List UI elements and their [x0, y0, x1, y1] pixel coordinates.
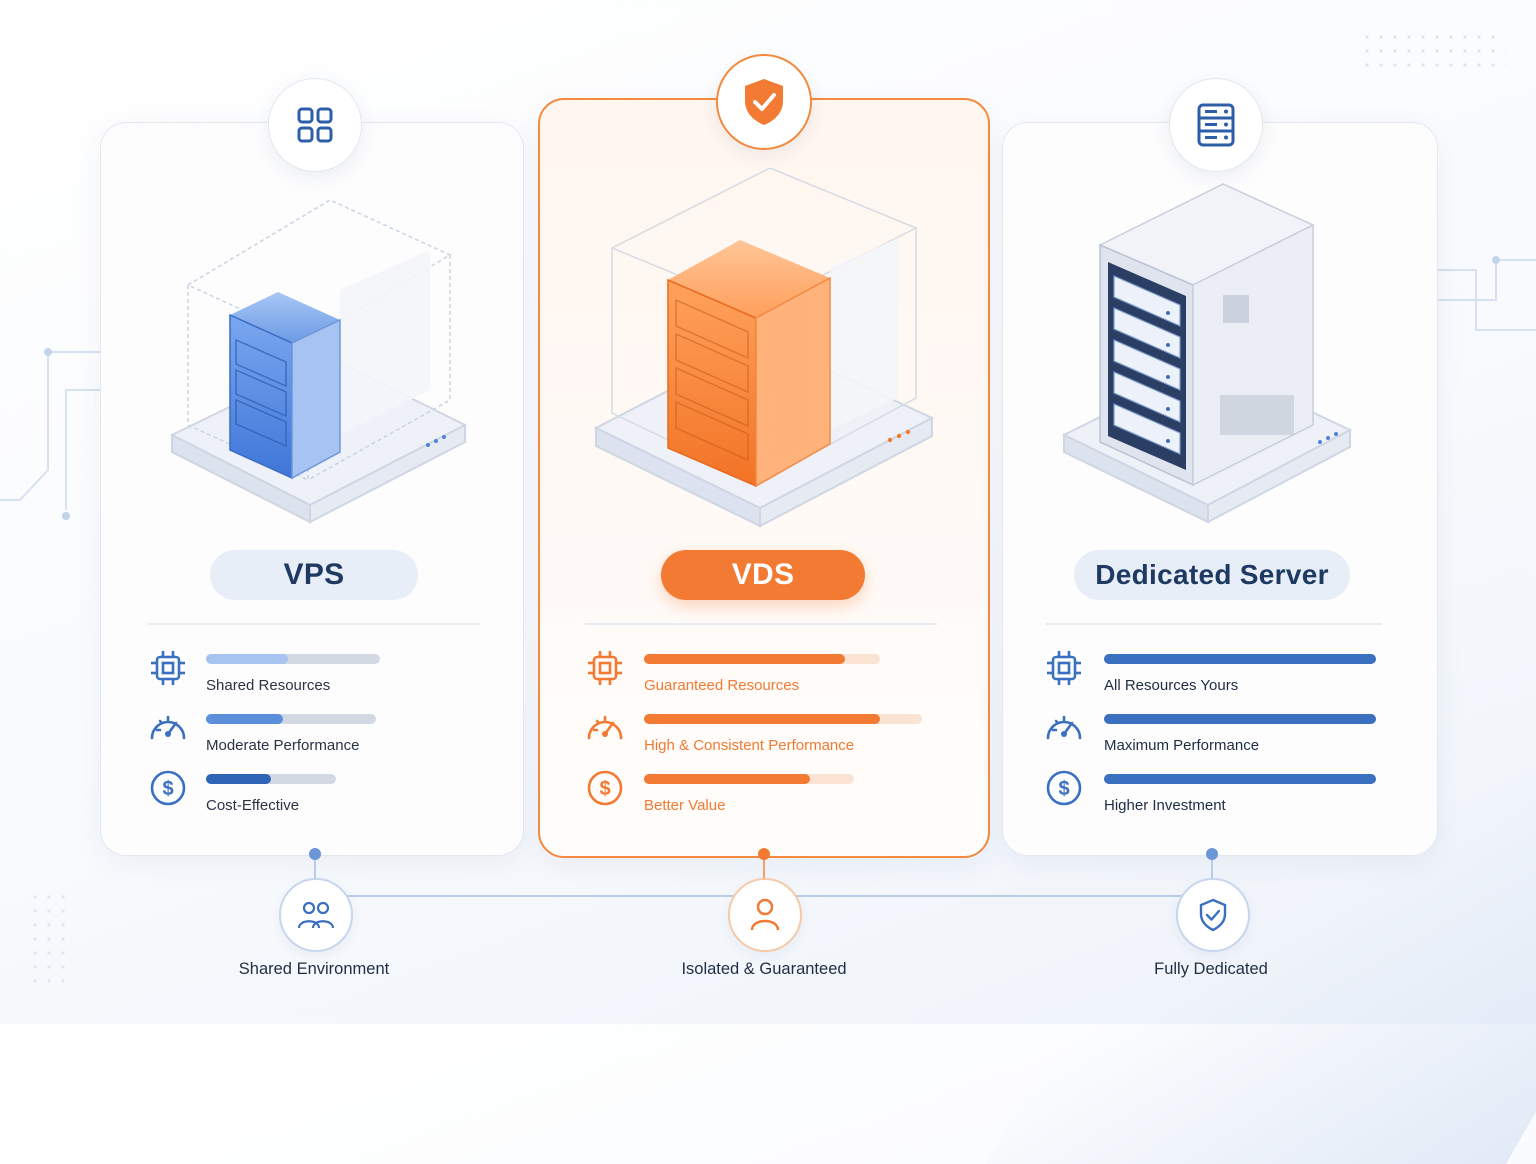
dollar-icon: $	[148, 768, 188, 808]
isolated-guaranteed-circle	[728, 878, 802, 952]
ded-feature-2: $ Higher Investment	[1044, 768, 1384, 818]
user-icon	[750, 898, 780, 931]
vds-feature-2-track	[644, 774, 854, 784]
dedicated-badge	[1169, 78, 1263, 172]
connector-dot-dedicated	[1206, 848, 1218, 860]
gauge-icon	[1044, 708, 1084, 748]
vds-badge	[716, 54, 812, 150]
vds-feature-1-track	[644, 714, 922, 724]
server-icon	[1197, 103, 1235, 147]
vps-feature-1-track	[206, 714, 376, 724]
ded-feature-1-track	[1104, 714, 1376, 724]
ded-feature-0: All Resources Yours	[1044, 648, 1384, 698]
vps-feature-2: $ Cost-Effective	[148, 768, 488, 818]
shared-environment-label: Shared Environment	[238, 960, 390, 978]
svg-text:$: $	[599, 778, 610, 800]
shield-check-icon	[1199, 898, 1227, 932]
ded-feature-1-fill	[1104, 714, 1376, 724]
users-icon	[297, 901, 335, 929]
vds-feature-0-label: Guaranteed Resources	[644, 677, 800, 694]
dedicated-server-title: Dedicated Server	[1074, 550, 1350, 600]
svg-text:$: $	[1058, 778, 1069, 800]
circuit-lines-left	[0, 348, 100, 520]
svg-text:$: $	[162, 778, 173, 800]
gauge-icon	[585, 708, 625, 748]
circuit-lines-right	[1436, 256, 1536, 331]
vps-feature-2-label: Cost-Effective	[206, 797, 300, 814]
dedicated-server-illustration	[1061, 183, 1353, 524]
grid-icon	[297, 107, 333, 143]
vps-feature-1-fill	[206, 714, 283, 724]
vds-feature-2-fill	[644, 774, 810, 784]
dollar-icon: $	[1044, 768, 1084, 808]
cpu-icon	[1044, 648, 1084, 688]
vps-feature-2-fill	[206, 774, 271, 784]
vps-badge	[268, 78, 362, 172]
vds-feature-0-track	[644, 654, 880, 664]
ded-feature-0-label: All Resources Yours	[1104, 677, 1239, 694]
ded-feature-2-label: Higher Investment	[1104, 797, 1226, 814]
fully-dedicated-label: Fully Dedicated	[1154, 960, 1268, 978]
vps-feature-1: Moderate Performance	[148, 708, 488, 758]
vds-title: VDS	[661, 550, 865, 600]
vps-feature-0-track	[206, 654, 380, 664]
vds-feature-1: High & Consistent Performance	[585, 708, 925, 758]
vds-feature-2: $ Better Value	[585, 768, 925, 818]
shared-environment-circle	[279, 878, 353, 952]
vds-divider	[585, 623, 937, 625]
cpu-icon	[585, 648, 625, 688]
vds-feature-2-label: Better Value	[644, 797, 726, 814]
vds-illustration	[593, 168, 935, 528]
vds-feature-0: Guaranteed Resources	[585, 648, 925, 698]
vps-feature-0-label: Shared Resources	[206, 677, 331, 694]
vps-title: VPS	[210, 550, 418, 600]
fully-dedicated-circle	[1176, 878, 1250, 952]
ded-feature-1: Maximum Performance	[1044, 708, 1384, 758]
vds-feature-1-fill	[644, 714, 880, 724]
dedicated-divider	[1046, 623, 1382, 625]
cpu-icon	[148, 648, 188, 688]
ded-feature-0-track	[1104, 654, 1376, 664]
vps-feature-2-track	[206, 774, 336, 784]
vps-feature-0: Shared Resources	[148, 648, 488, 698]
connector-dot-vps	[309, 848, 321, 860]
connector-stem-vps	[314, 854, 316, 880]
ded-feature-1-label: Maximum Performance	[1104, 737, 1260, 754]
connector-stem-vds	[763, 854, 765, 880]
ded-feature-2-track	[1104, 774, 1376, 784]
dollar-icon: $	[585, 768, 625, 808]
shield-check-icon	[745, 79, 783, 125]
vps-feature-0-fill	[206, 654, 288, 664]
gauge-icon	[148, 708, 188, 748]
vds-feature-0-fill	[644, 654, 845, 664]
vps-feature-1-label: Moderate Performance	[206, 737, 360, 754]
dot-grid-decoration	[28, 890, 74, 990]
connector-dot-vds	[758, 848, 770, 860]
ded-feature-2-fill	[1104, 774, 1376, 784]
ded-feature-0-fill	[1104, 654, 1376, 664]
vps-divider	[148, 623, 480, 625]
connector-stem-dedicated	[1211, 854, 1213, 880]
vds-feature-1-label: High & Consistent Performance	[644, 737, 855, 754]
isolated-guaranteed-label: Isolated & Guaranteed	[681, 960, 847, 978]
dot-grid-decoration	[1360, 30, 1506, 74]
vps-illustration	[169, 199, 468, 524]
